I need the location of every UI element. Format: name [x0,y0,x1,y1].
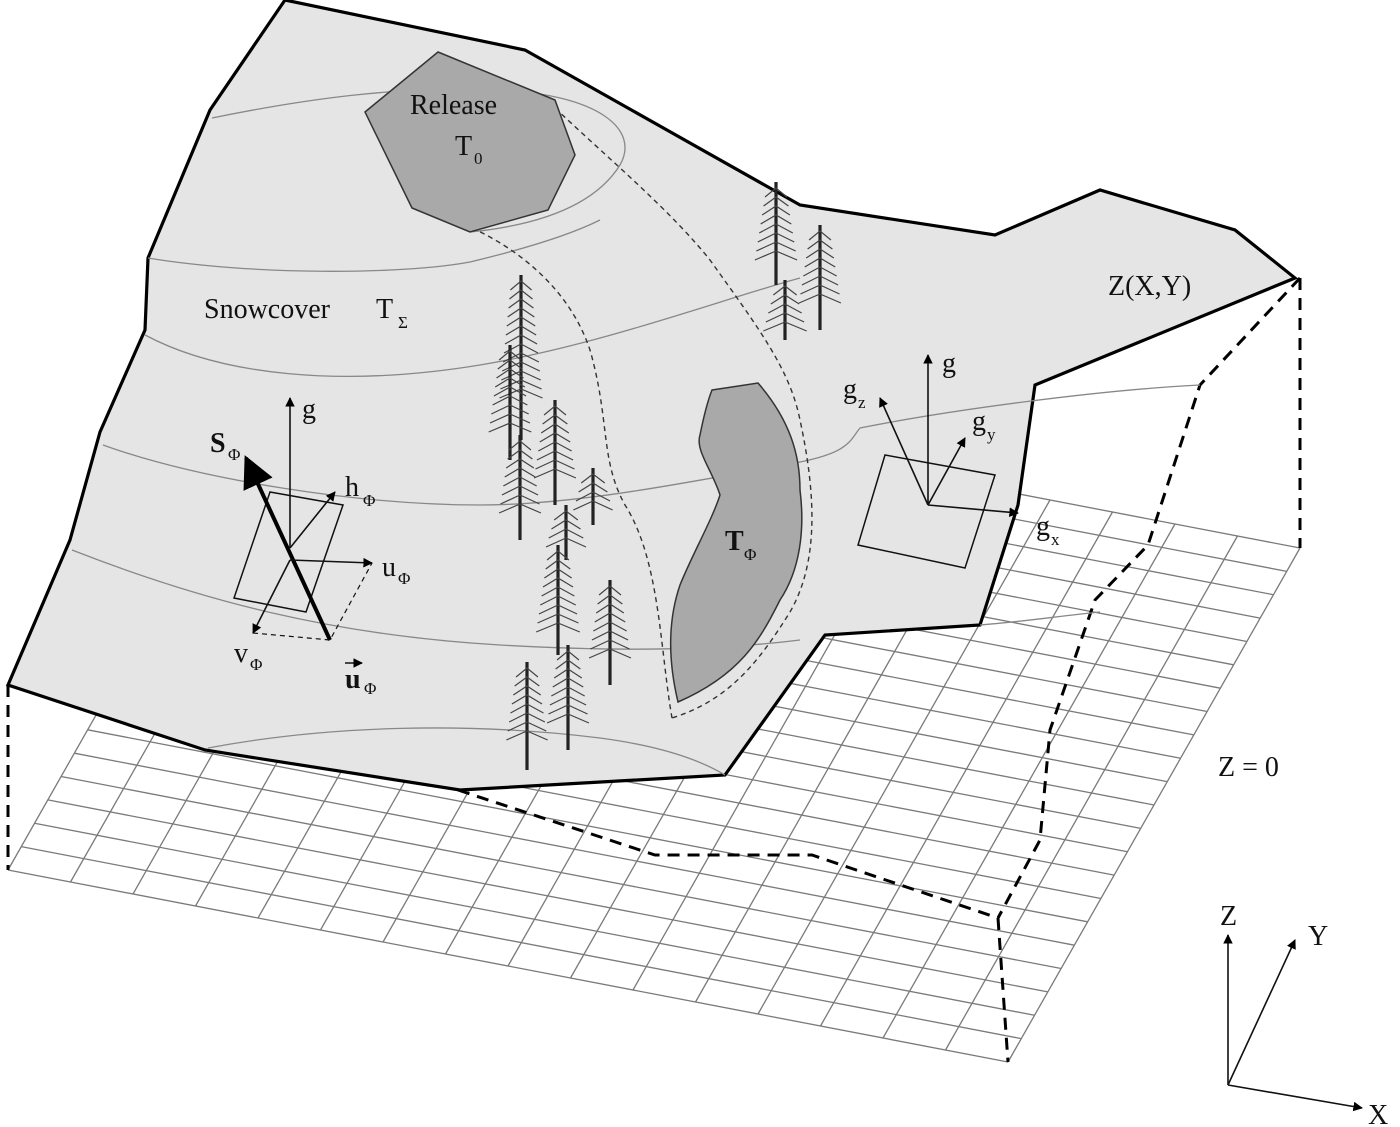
grid-line [819,511,1114,1027]
tree-branches [546,650,590,724]
tree-branches [573,473,613,511]
contour-line [211,88,626,233]
release-zone-symbol: T [455,131,472,162]
local-coordinate-vectors: g S Φ h Φ u Φ v Φ u Φ [210,394,410,698]
path-right-boundary [554,107,813,719]
contour-line [147,219,601,272]
tree-branches [763,285,807,332]
contour-line [979,611,1101,626]
gy-label: g [972,406,986,437]
tree-branches [488,350,532,433]
tree [499,275,543,440]
contour-line [207,727,726,776]
forest-trees [488,182,842,770]
tree-branches [533,405,577,479]
tree [573,468,613,525]
tree [546,645,590,750]
gz-label: g [843,374,857,405]
surface-function-label: Z(X,Y) [1108,271,1191,302]
y-axis-label: Y [1308,921,1328,952]
velocity-parallelogram [252,562,373,641]
gx-label: g [1036,511,1050,542]
h-label: h [345,472,359,503]
u-vector [289,557,373,568]
gx-vector [927,504,1019,518]
front-vertical-edge [996,917,1010,1063]
terrain-surface [5,0,1299,792]
grid-line [1007,547,1301,1063]
path-left-boundary [471,227,673,719]
v-label: v [234,638,248,669]
gravity-local-plane [857,454,996,569]
gz-vector [879,397,929,506]
grid-line [882,523,1176,1039]
s-label: S [210,428,226,459]
v-vector [252,559,291,634]
snowcover-subscript: Σ [398,313,408,332]
g-label-right: g [942,348,956,379]
grid-line [757,499,1051,1015]
contour-line [144,277,801,377]
tree-branches [588,585,632,659]
tree [798,225,842,330]
local-tangent-plane [233,491,344,613]
snowcover-label: Snowcover [204,294,331,325]
x-axis [1227,1084,1363,1112]
u-subscript: Φ [398,569,410,588]
tree-branches [545,510,587,548]
tree [763,280,807,340]
avalanche-path [471,107,813,719]
h-subscript: Φ [363,491,375,510]
deposition-zone-symbol: T [725,526,744,557]
tree-branches [499,280,543,399]
gz-subscript: z [858,393,866,412]
gx-subscript: x [1051,530,1060,549]
tree [506,662,548,770]
velocity-vector-subscript: Φ [364,679,376,698]
tree-branches [754,187,798,261]
tree [498,435,542,540]
tree-branches [506,667,548,741]
deposition-zone [669,382,803,704]
gy-subscript: y [987,425,996,444]
release-zone [364,51,576,233]
s-subscript: Φ [228,445,240,464]
release-zone-subscript: 0 [474,149,483,168]
u-label: u [382,552,396,583]
tree [535,545,581,655]
z-axis-label: Z [1220,901,1237,932]
grid-line [944,535,1239,1051]
g-label-left: g [302,394,316,425]
velocity-vector-label: u [345,664,361,695]
tree-branches [498,440,542,514]
s-vector [243,455,332,641]
tree [533,400,577,505]
x-axis-label: X [1368,1100,1388,1127]
tree [754,182,798,285]
v-subscript: Φ [250,655,262,674]
bottom-projected-outline [457,788,999,920]
tree [588,580,632,685]
ground-plane-label: Z = 0 [1218,752,1279,783]
deposition-zone-subscript: Φ [744,545,756,564]
release-label: Release [410,90,497,121]
global-axes: Z Y X [1220,901,1388,1127]
h-vector [289,491,336,549]
y-axis [1227,939,1296,1086]
snowcover-symbol: T [376,294,393,325]
tree-branches [535,550,581,633]
gravity-decomposition: g g z g y g x [843,348,1060,569]
tree [488,345,532,460]
tree [545,505,587,560]
tree-branches [798,230,842,304]
gy-vector [927,437,966,506]
